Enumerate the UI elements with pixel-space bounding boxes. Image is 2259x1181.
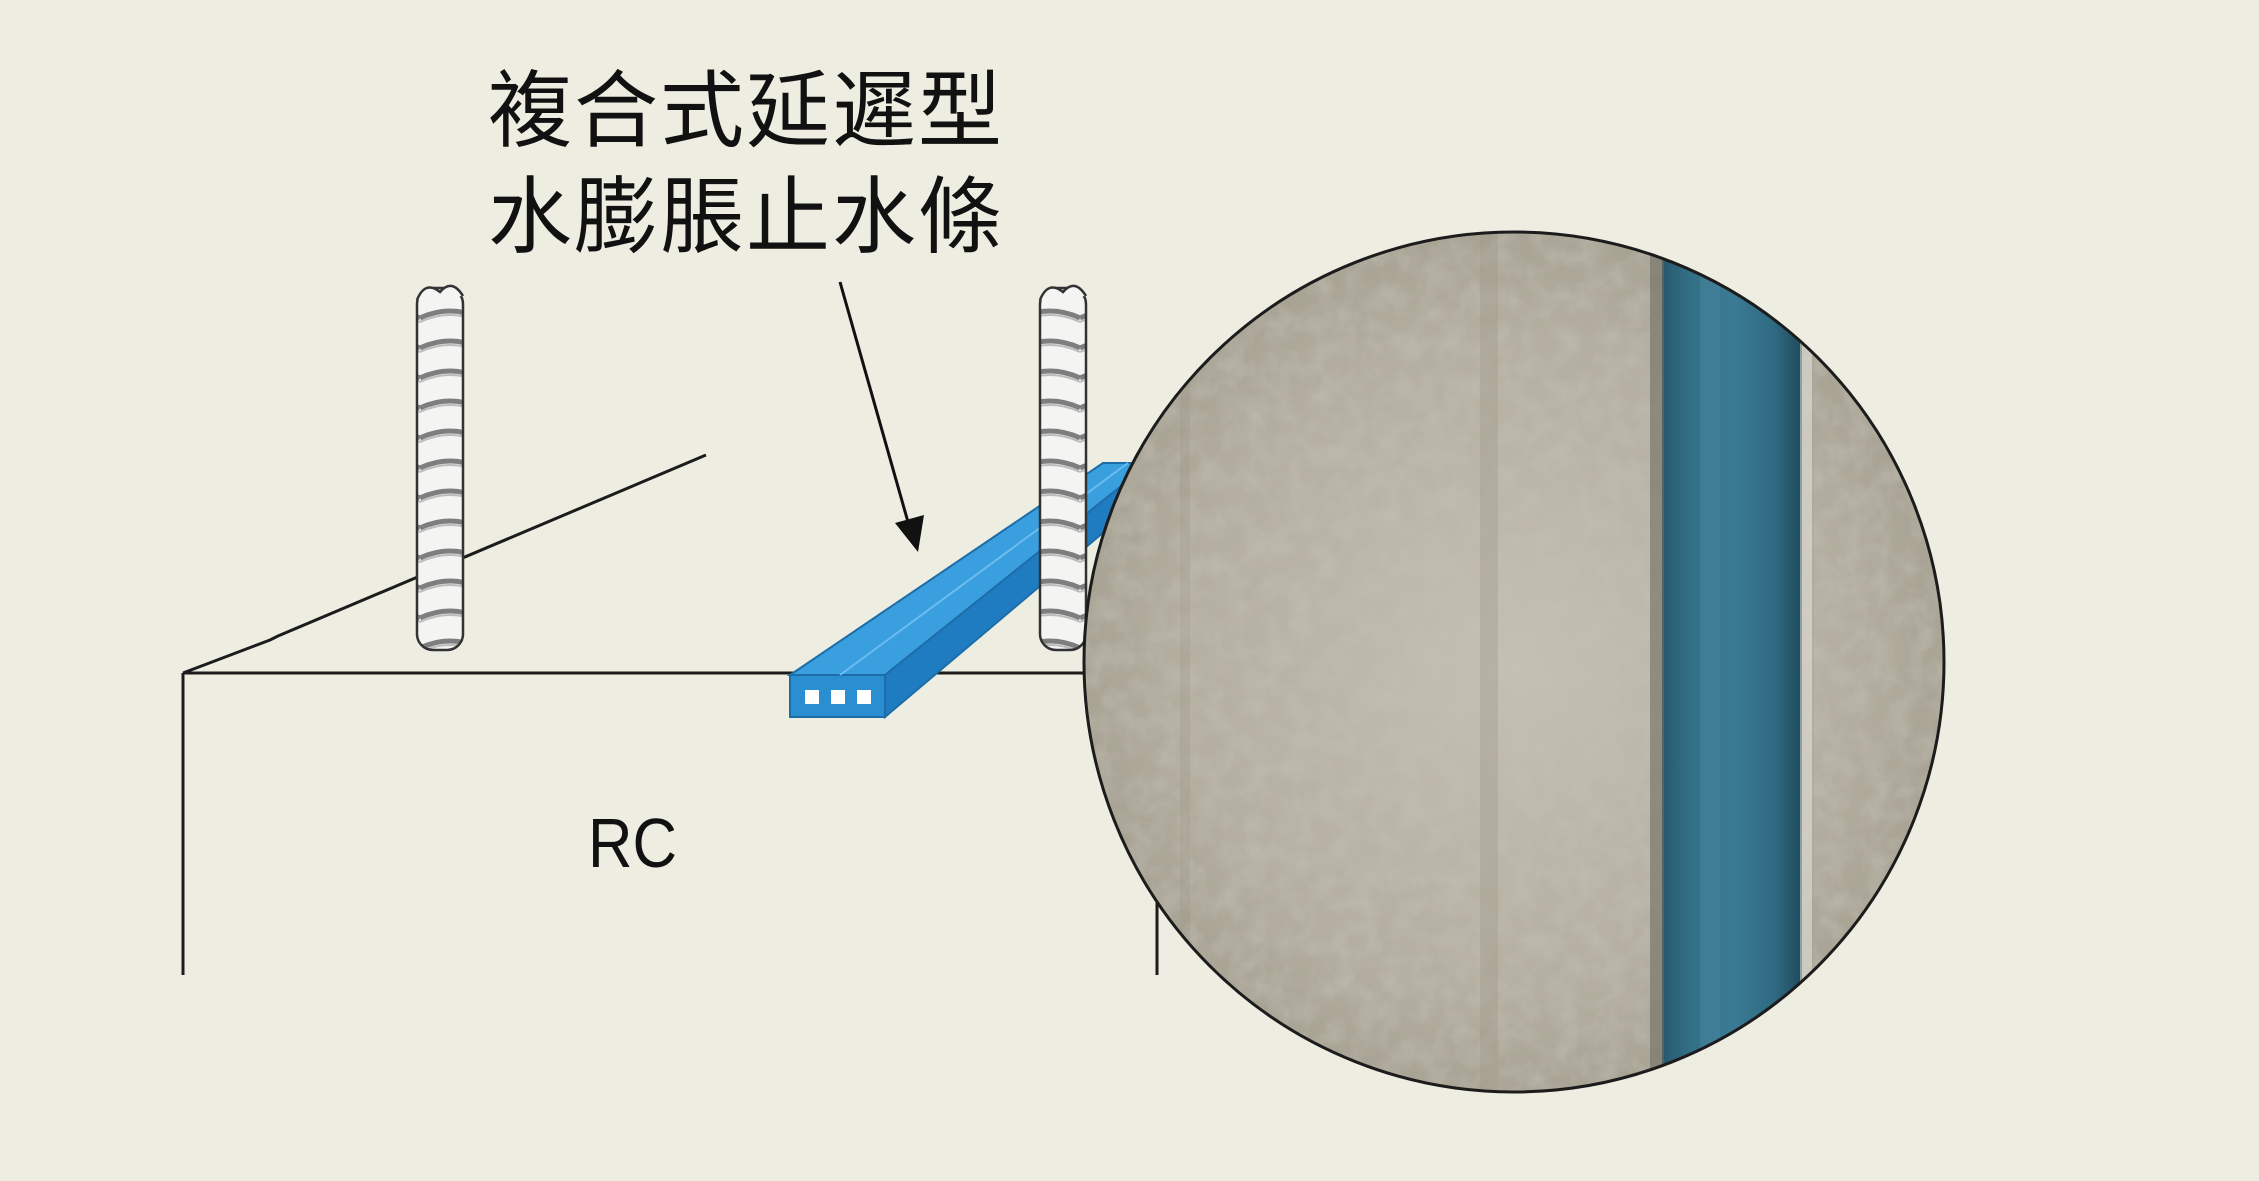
photo-inset bbox=[1082, 230, 1946, 1094]
rebar-right bbox=[1038, 284, 1088, 652]
waterstop-callout-label: 複合式延遲型 水膨脹止水條 bbox=[488, 58, 1004, 270]
callout-line-2: 水膨脹止水條 bbox=[488, 168, 1005, 266]
rc-block-label: RC bbox=[588, 804, 677, 882]
rebar-left bbox=[415, 284, 465, 652]
callout-line-1: 複合式延遲型 bbox=[488, 62, 1005, 160]
arrow-down-icon bbox=[838, 281, 924, 552]
